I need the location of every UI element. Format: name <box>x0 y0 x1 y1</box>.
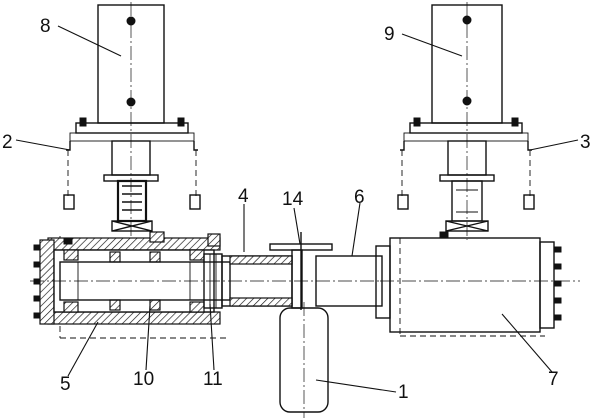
label-4: 4 <box>238 186 249 207</box>
left-coupling <box>111 179 153 232</box>
label-11: 11 <box>203 369 223 390</box>
housing-7 <box>375 231 580 337</box>
label-1: 1 <box>398 382 409 403</box>
label-5: 5 <box>60 374 71 395</box>
right-mounting-plate <box>403 117 529 182</box>
label-10: 10 <box>133 369 154 390</box>
label-14: 14 <box>282 189 304 210</box>
label-7: 7 <box>548 369 559 390</box>
leader-lines <box>15 25 579 393</box>
roller-1 <box>279 302 329 418</box>
label-9: 9 <box>384 24 395 45</box>
left-mounting-plate <box>69 117 195 182</box>
label-2: 2 <box>2 132 13 153</box>
motor-9 <box>431 2 503 240</box>
label-6: 6 <box>354 187 365 208</box>
housing-5 <box>30 231 380 339</box>
label-3: 3 <box>580 132 591 153</box>
label-8: 8 <box>40 16 51 37</box>
right-coupling <box>445 180 489 232</box>
bracket-3 <box>397 141 535 210</box>
motor-8 <box>97 2 165 240</box>
